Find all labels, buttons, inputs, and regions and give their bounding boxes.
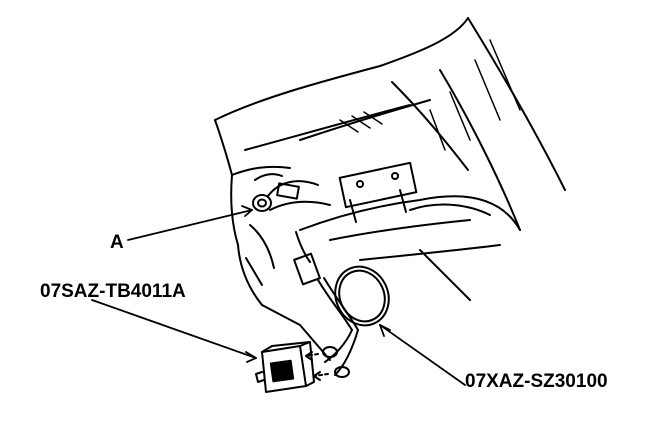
dashboard-panel	[214, 17, 566, 231]
control-unit	[338, 161, 491, 223]
callout-harness-part-number: 07XAZ-SZ30100	[465, 371, 608, 392]
harness-cable	[293, 231, 390, 376]
console-area	[230, 174, 521, 361]
leader-lines	[91, 205, 466, 386]
callout-tester-part-number: 07SAZ-TB4011A	[40, 281, 186, 302]
connector-a	[252, 173, 331, 212]
panel-hatching	[339, 39, 521, 151]
callout-a: A	[110, 232, 124, 253]
tester-box	[255, 341, 315, 393]
